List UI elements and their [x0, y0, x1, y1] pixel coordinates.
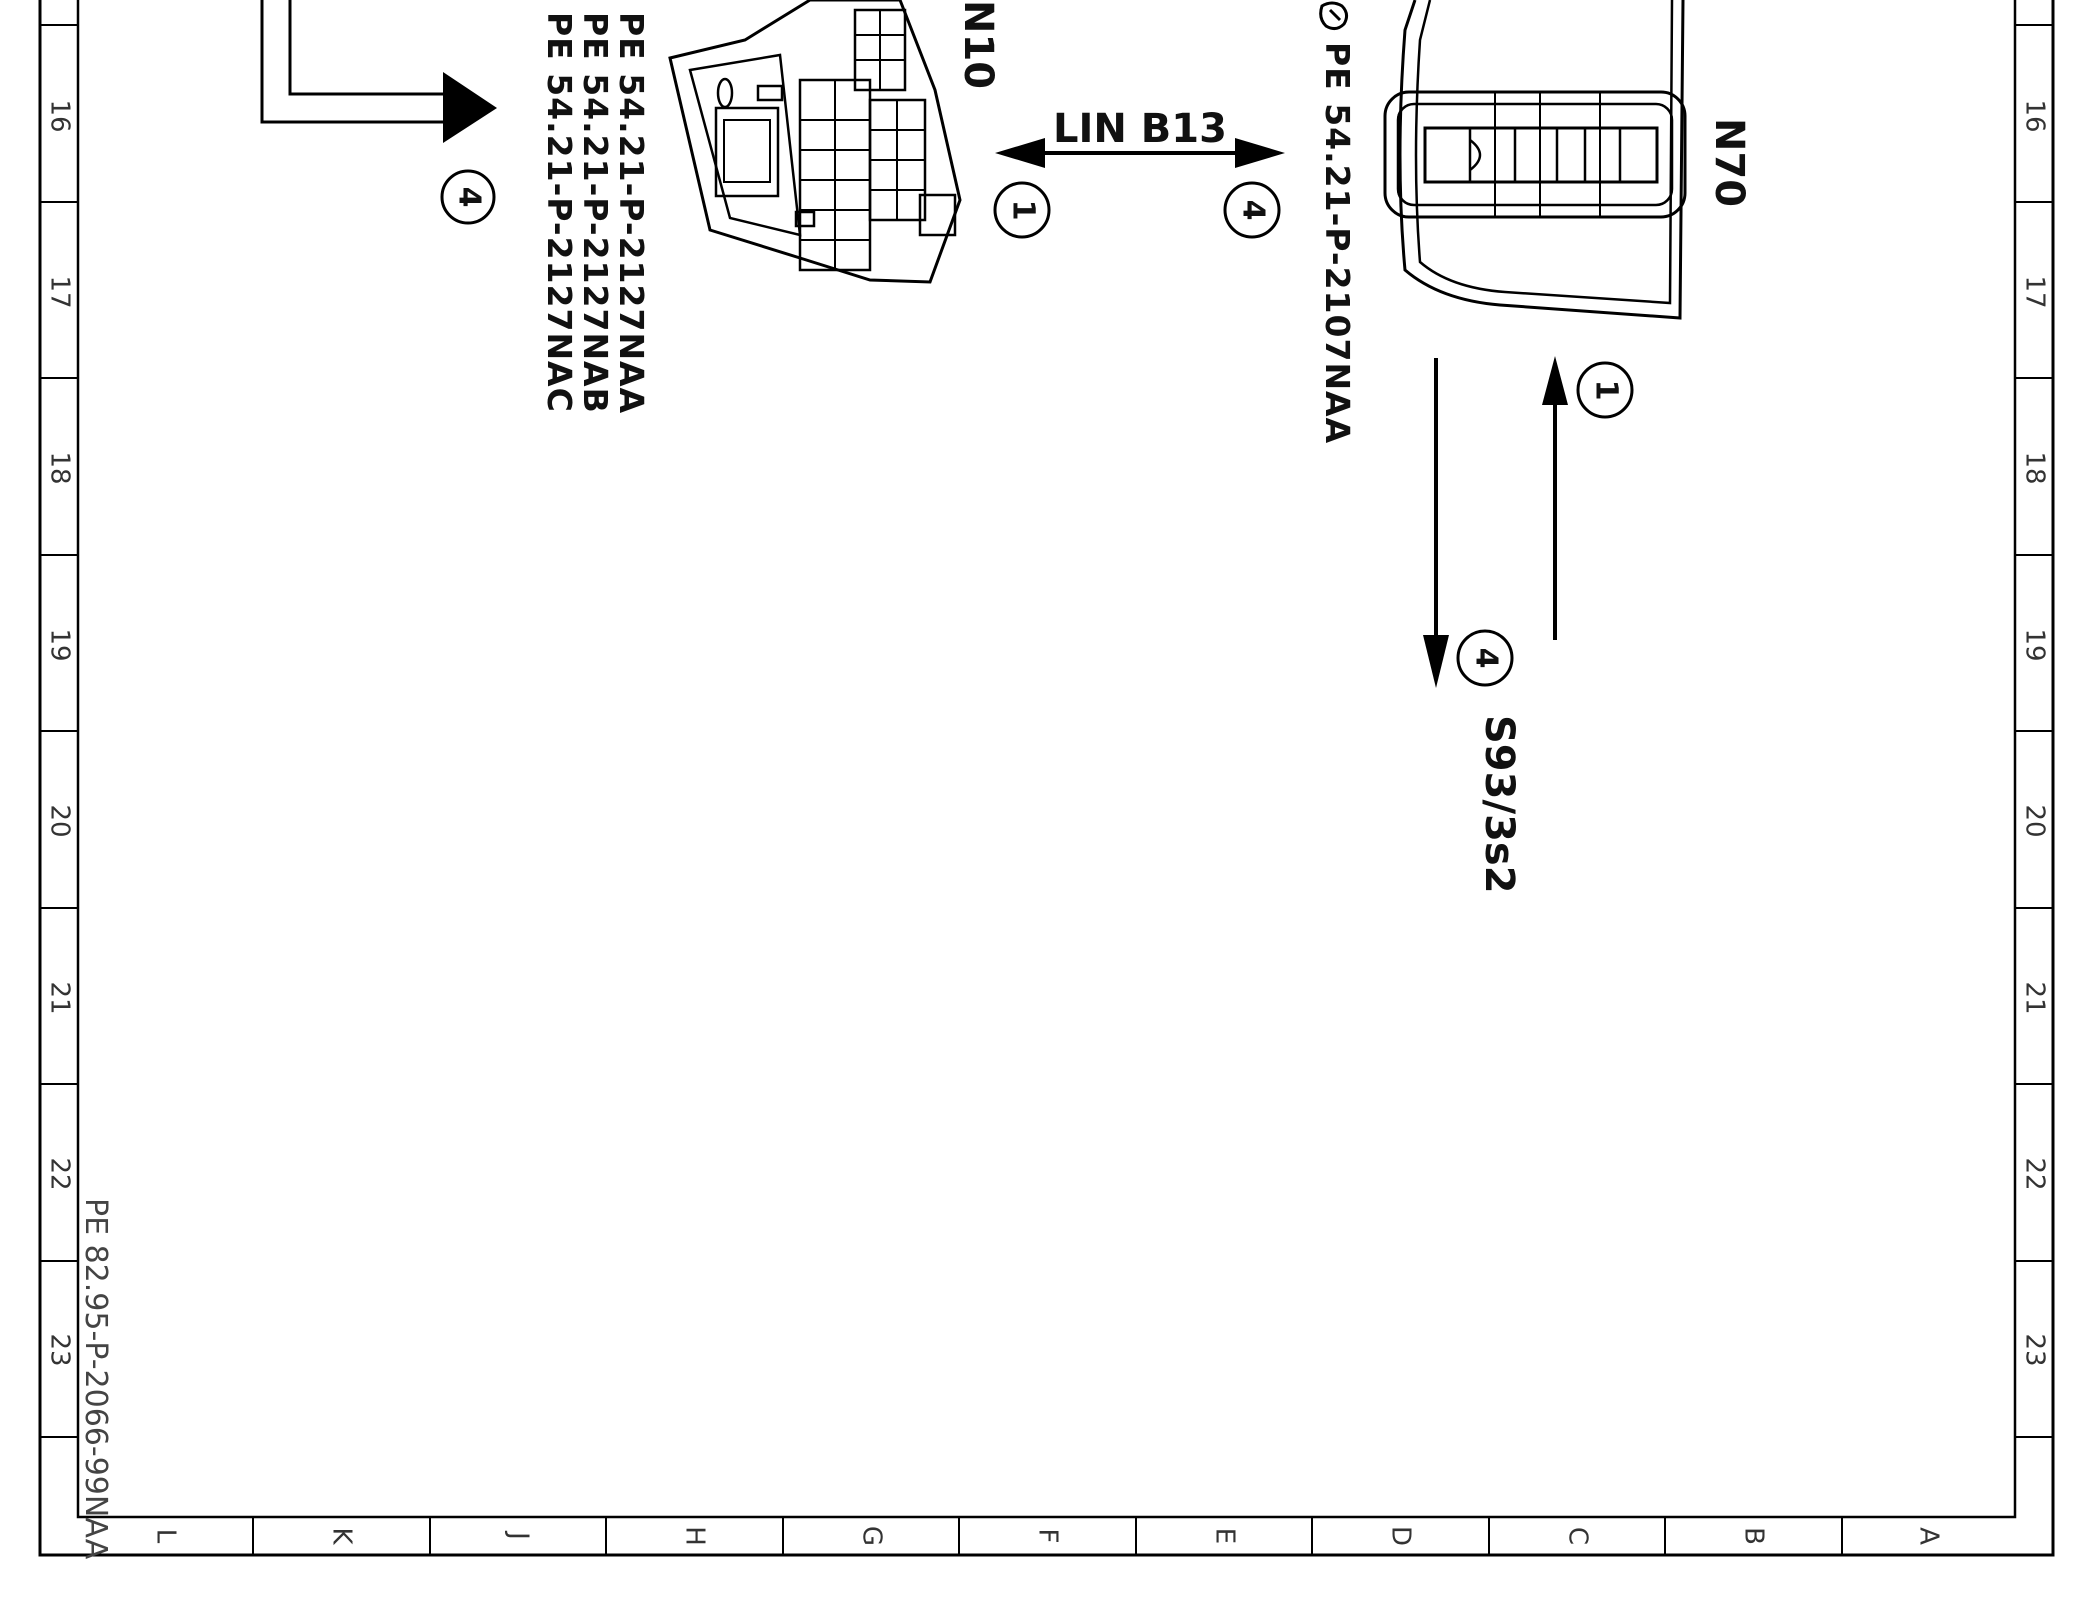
column-letter: F	[1033, 1529, 1063, 1544]
row-number: 19	[45, 628, 75, 661]
column-letter: E	[1210, 1528, 1240, 1544]
row-number: 18	[45, 451, 75, 484]
column-letter: L	[151, 1529, 181, 1544]
row-number: 21	[2020, 981, 2050, 1014]
left-ruler-ticks	[40, 24, 78, 1438]
n10-label: N10	[955, 0, 1001, 89]
row-number: 23	[2020, 1333, 2050, 1366]
marker-1-circle: 1	[1576, 361, 1634, 419]
signal-arrow-down	[1423, 358, 1449, 688]
row-number: 18	[2020, 451, 2050, 484]
marker-number: 4	[452, 187, 487, 208]
row-number: 17	[45, 275, 75, 308]
bottom-ruler-ticks	[252, 1517, 1843, 1555]
column-letter: C	[1563, 1527, 1593, 1545]
right-ruler-ticks	[2015, 24, 2053, 1438]
row-number: 20	[45, 804, 75, 837]
row-number: 17	[2020, 275, 2050, 308]
column-letter: A	[1914, 1527, 1944, 1545]
marker-number: 1	[1589, 380, 1624, 401]
pointing-hand-icon	[1319, 1, 1349, 31]
n10-reference: PE 54.21-P-2127NAA	[612, 12, 651, 414]
column-letter: H	[680, 1526, 710, 1546]
row-number: 19	[2020, 628, 2050, 661]
n70-reference: PE 54.21-P-2107NAA	[1318, 42, 1357, 444]
row-number: 16	[45, 99, 75, 132]
column-letter: B	[1739, 1527, 1769, 1545]
right-row-numbers: 16 17 18 19 20 21 22 23	[2020, 99, 2050, 1366]
drawing-id: PE 82.95-P-2066-99NAA	[78, 1198, 113, 1560]
marker-1-circle: 1	[993, 181, 1051, 239]
signal-arrow-up	[1542, 356, 1568, 640]
row-number: 21	[45, 981, 75, 1014]
row-number: 22	[45, 1157, 75, 1190]
column-letter: D	[1386, 1526, 1416, 1546]
bottom-column-letters: L K J H G F E D C B A	[151, 1526, 1944, 1546]
drawing-frame	[38, 0, 2055, 1557]
n70-label: N70	[1706, 118, 1752, 207]
marker-4-circle: 4	[1456, 629, 1514, 687]
marker-4-circle: 4	[1223, 181, 1281, 239]
n10-reference: PE 54.21-P-2127NAB	[576, 12, 615, 414]
marker-number: 4	[1236, 200, 1271, 221]
row-number: 22	[2020, 1157, 2050, 1190]
marker-4-circle: 4	[440, 169, 496, 225]
marker-number: 1	[1006, 200, 1041, 221]
n10-reference: PE 54.21-P-2127NAC	[540, 12, 579, 413]
column-letter: J	[504, 1530, 534, 1540]
column-letter: G	[857, 1526, 887, 1546]
n10-module-icon	[668, 0, 962, 284]
input-arrow	[260, 0, 497, 143]
lin-bus-label: LIN B13	[1053, 106, 1227, 152]
lin-bus-arrow	[995, 138, 1285, 168]
row-number: 23	[45, 1333, 75, 1366]
n10-references: PE 54.21-P-2127NAA PE 54.21-P-2127NAB PE…	[540, 12, 651, 414]
left-row-numbers: 16 17 18 19 20 21 22 23	[45, 99, 75, 1366]
row-number: 16	[2020, 99, 2050, 132]
column-letter: K	[327, 1527, 357, 1545]
row-number: 20	[2020, 804, 2050, 837]
marker-number: 4	[1469, 648, 1504, 669]
switch-label: S93/3s2	[1476, 715, 1522, 894]
n70-module-icon	[1383, 0, 1687, 320]
